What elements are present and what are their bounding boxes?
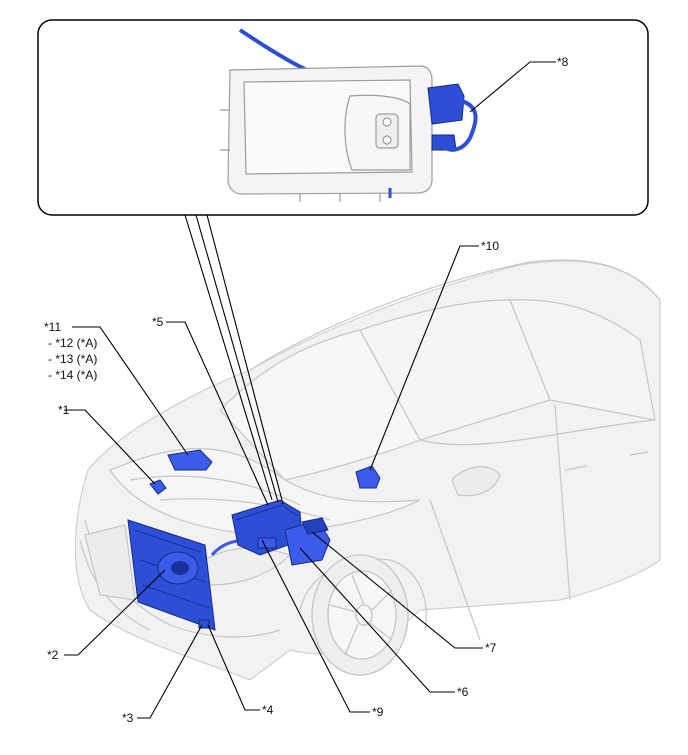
callout-12[interactable]: - *12 (*A) [48,336,98,350]
leader-lines [64,61,556,719]
callout-10[interactable]: *10 [481,239,500,253]
detail-inset [37,19,649,216]
bracket-component [167,449,213,471]
actuator-component [355,465,381,489]
highlighted-components [127,449,381,631]
callout-5[interactable]: *5 [152,315,164,329]
connector-harness [427,83,465,125]
callout-4[interactable]: *4 [262,703,274,717]
callout-8[interactable]: *8 [557,55,569,69]
vehicle-details [79,259,661,641]
callout-1[interactable]: *1 [58,403,70,417]
callout-13[interactable]: - *13 (*A) [48,352,98,366]
dc-dc-converter [220,65,433,202]
callout-2[interactable]: *2 [47,648,59,662]
callout-3[interactable]: *3 [122,711,134,725]
callout-11[interactable]: *11 [44,320,62,334]
callout-9[interactable]: *9 [372,705,384,719]
callout-14[interactable]: - *14 (*A) [48,368,98,382]
callout-6[interactable]: *6 [457,685,469,699]
callout-7[interactable]: *7 [485,641,497,655]
